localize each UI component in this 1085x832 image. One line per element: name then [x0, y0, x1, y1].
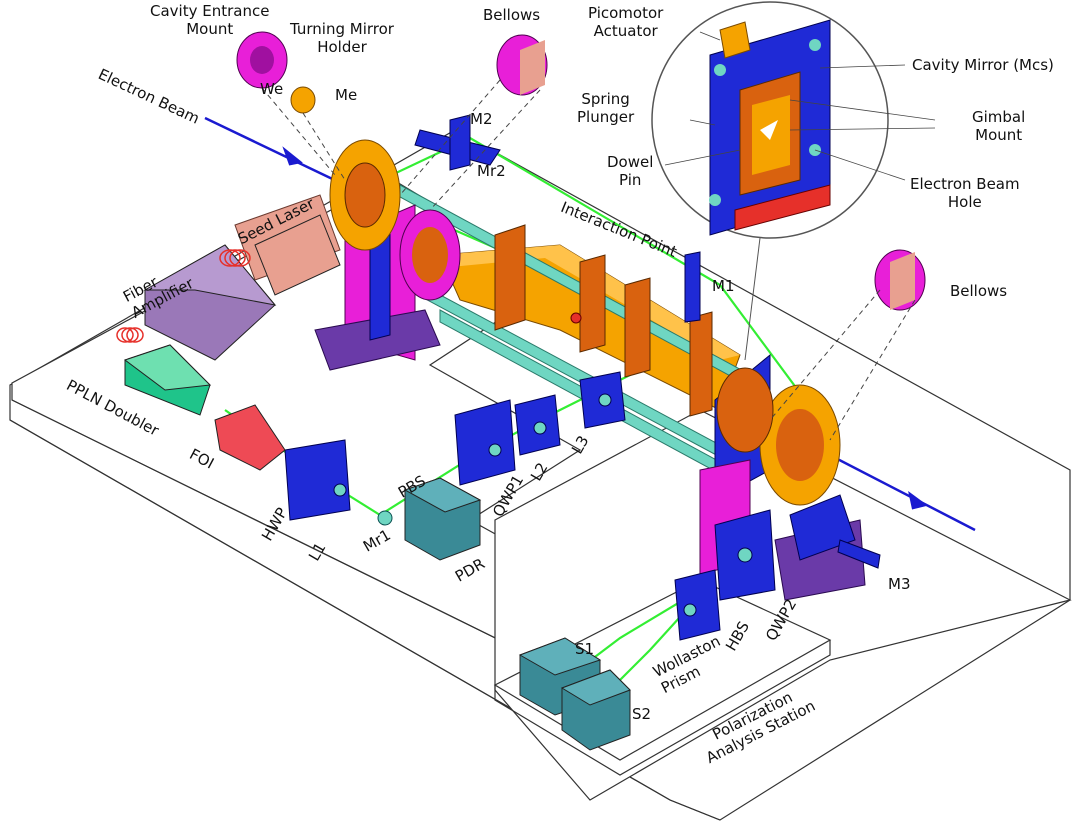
vacuum-chamber [389, 184, 761, 483]
label-mr2: Mr2 [477, 162, 506, 180]
label-dowel-pin: Dowel Pin [607, 153, 653, 189]
inset-leader-lines [664, 31, 936, 181]
label-line: Actuator [593, 22, 658, 40]
label-gimbal-mount: Gimbal Mount [972, 108, 1025, 144]
label-line: Plunger [577, 108, 635, 126]
right-cavity-assembly [684, 251, 881, 601]
label-cavity-entrance-mount: Cavity Entrance Mount [150, 2, 269, 38]
label-line: Electron Beam [910, 175, 1020, 193]
label-bellows-right: Bellows [950, 282, 1008, 300]
label-line: Picomotor [588, 4, 664, 22]
label-line: Spring [581, 90, 630, 108]
label-m1: M1 [712, 277, 735, 295]
label-line: Pin [619, 171, 642, 189]
label-line: Hole [947, 193, 982, 211]
label-line: Cavity Entrance [150, 2, 270, 20]
label-electron-beam-hole: Electron Beam Hole [910, 175, 1020, 211]
label-line: Mount [975, 126, 1023, 144]
label-line: Turning Mirror [290, 20, 394, 38]
label-turning-mirror-holder: Turning Mirror Holder [290, 20, 394, 56]
label-me: Me [335, 86, 358, 104]
label-line: Mount [186, 20, 234, 38]
label-spring-plunger: Spring Plunger [577, 90, 634, 126]
leader-lines [261, 79, 916, 441]
exploded-parts [236, 31, 926, 311]
label-s1: S1 [575, 640, 595, 658]
label-m3: M3 [888, 575, 911, 593]
label-cavity-mirror: Cavity Mirror (Mcs) [912, 56, 1054, 74]
label-m2: M2 [470, 110, 493, 128]
label-we: We [260, 80, 284, 98]
instrument-boxes [123, 214, 631, 751]
magnified-inset [651, 1, 889, 361]
label-line: Gimbal [972, 108, 1026, 126]
optics [284, 371, 776, 641]
label-bellows-top: Bellows [483, 6, 541, 24]
electron-beam-line [204, 116, 976, 532]
label-picomotor-actuator: Picomotor Actuator [588, 4, 663, 40]
fiber-coils [116, 249, 251, 343]
label-s2: S2 [632, 705, 652, 723]
label-line: Holder [317, 38, 367, 56]
label-line: Dowel [607, 153, 654, 171]
